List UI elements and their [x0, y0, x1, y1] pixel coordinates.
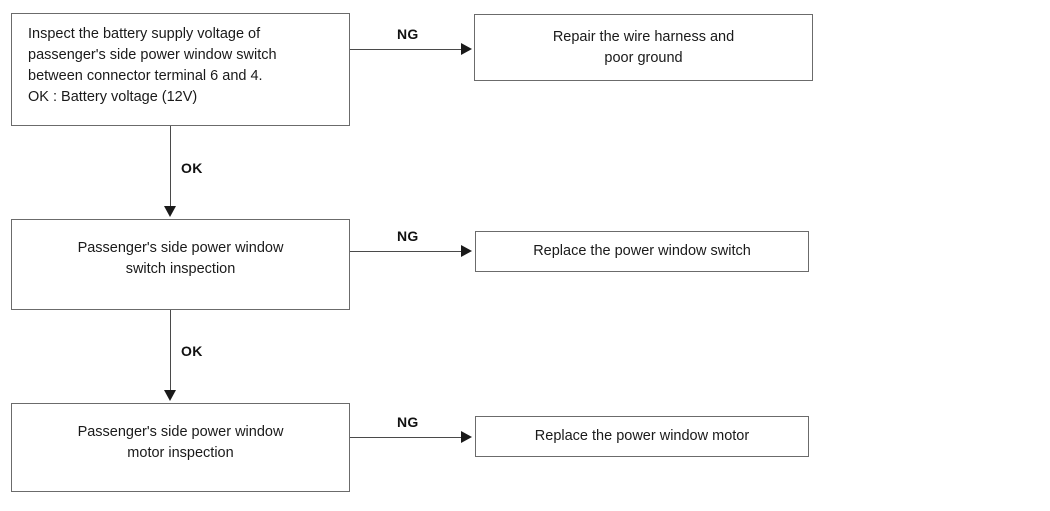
arrow-right-icon	[461, 245, 472, 257]
arrow-down-icon	[164, 206, 176, 217]
step-box-motor-inspection: Passenger's side power window motor insp…	[11, 403, 350, 492]
connector-line-ok-2	[170, 310, 171, 391]
arrow-right-icon	[461, 43, 472, 55]
outcome-box-repair-harness: Repair the wire harness and poor ground	[474, 14, 813, 81]
step-text-line: switch inspection	[125, 261, 236, 277]
step-text-line: passenger's side power window switch	[28, 47, 277, 63]
step-box-switch-inspection: Passenger's side power window switch ins…	[11, 219, 350, 310]
connector-line-ng-3	[350, 437, 462, 438]
step-text-line: motor inspection	[127, 445, 234, 461]
arrow-down-icon	[164, 390, 176, 401]
outcome-text-line: poor ground	[604, 49, 683, 66]
connector-line-ng-1	[350, 49, 462, 50]
step-text-line: Passenger's side power window	[77, 424, 284, 440]
arrow-right-icon	[461, 431, 472, 443]
outcome-text-line: Replace the power window switch	[533, 243, 751, 259]
outcome-box-replace-switch: Replace the power window switch	[475, 231, 809, 272]
edge-label-ng-1: NG	[397, 26, 419, 42]
connector-line-ok-1	[170, 126, 171, 207]
outcome-text-line: Replace the power window motor	[534, 428, 750, 444]
step-text-line: Inspect the battery supply voltage of	[28, 26, 261, 42]
step-text-line: OK : Battery voltage (12V)	[28, 89, 198, 105]
outcome-text-line: Repair the wire harness and	[552, 28, 735, 45]
step-text-line: between connector terminal 6 and 4.	[28, 68, 263, 84]
edge-label-ok-1: OK	[181, 160, 203, 176]
edge-label-ng-2: NG	[397, 228, 419, 244]
outcome-box-replace-motor: Replace the power window motor	[475, 416, 809, 457]
edge-label-ng-3: NG	[397, 414, 419, 430]
edge-label-ok-2: OK	[181, 343, 203, 359]
step-text-line: Passenger's side power window	[77, 240, 284, 256]
step-box-inspect-voltage: Inspect the battery supply voltage of pa…	[11, 13, 350, 126]
connector-line-ng-2	[350, 251, 462, 252]
